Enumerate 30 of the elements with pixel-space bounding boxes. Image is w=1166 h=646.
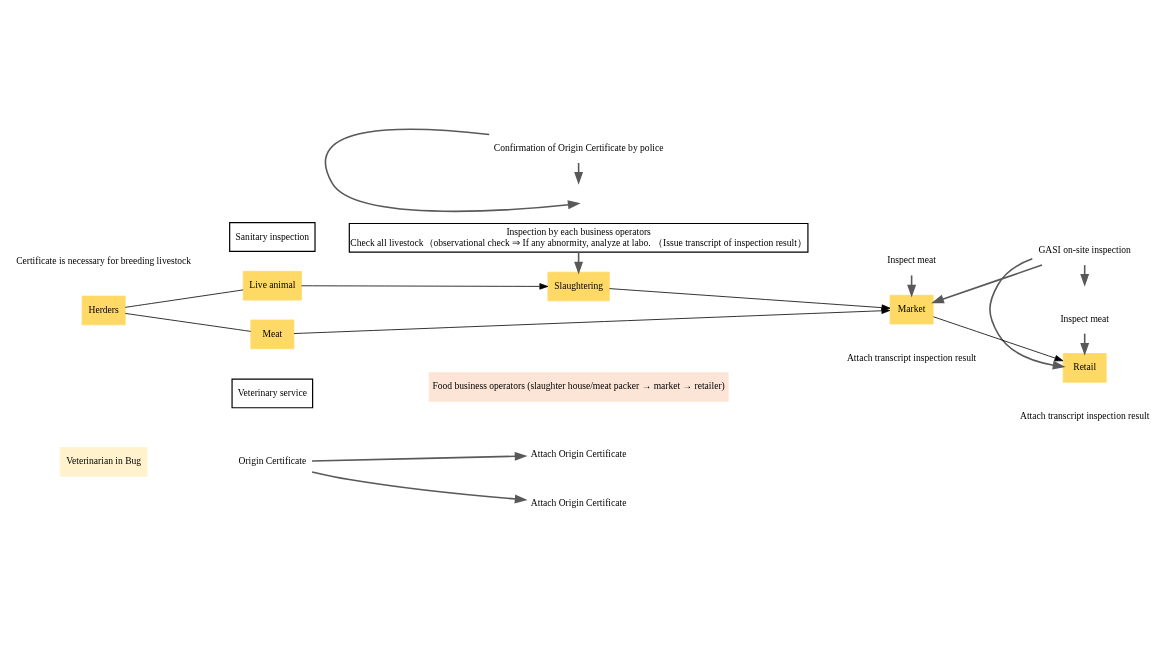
node-text: Origin Certificate: [238, 454, 307, 466]
node-box: Food business operators (slaughter house/meat packer → market → retailer): [428, 371, 729, 402]
node-label: Attach transcript inspection result: [846, 351, 977, 363]
arrow: [311, 470, 528, 503]
node-box: Veterinarian in Bug: [59, 446, 148, 477]
node-box: Retail: [1062, 352, 1107, 383]
arrow: [293, 307, 891, 334]
node-box: Live animal: [242, 270, 302, 300]
node-box: Herders: [81, 295, 126, 325]
node-box: Meat: [250, 319, 295, 349]
arrow: [931, 263, 1043, 303]
arrow: [311, 451, 528, 462]
node-text: Inspect meat: [887, 253, 936, 265]
node-label: Attach transcript inspection result: [1020, 409, 1150, 421]
node-box: Slaughtering: [547, 271, 610, 301]
arrow: [301, 282, 549, 290]
node-text: Inspect meat: [1060, 312, 1109, 324]
node-box: Sanitary inspection: [229, 221, 316, 252]
arrow: [989, 257, 1066, 369]
node-text: Attach Origin Certificate: [530, 447, 627, 459]
node-box: Inspection by each business operators Check all livestock（observational check ⇒ If any abnormity, analyze at labo. （Issue transcript of inspection result）: [348, 222, 809, 253]
arrow: [933, 315, 1064, 361]
label: Certificate is necessary for breeding livestock: [16, 254, 192, 266]
node-text: Confirmation of Origin Certificate by police: [493, 141, 664, 153]
connector: [124, 289, 244, 308]
node-text: GASI on-site inspection: [1038, 243, 1131, 255]
node-text: Attach Origin Certificate: [530, 496, 627, 508]
node-box: Market: [889, 294, 934, 324]
node-box: Veterinary service: [231, 377, 314, 408]
connector: [124, 312, 252, 332]
